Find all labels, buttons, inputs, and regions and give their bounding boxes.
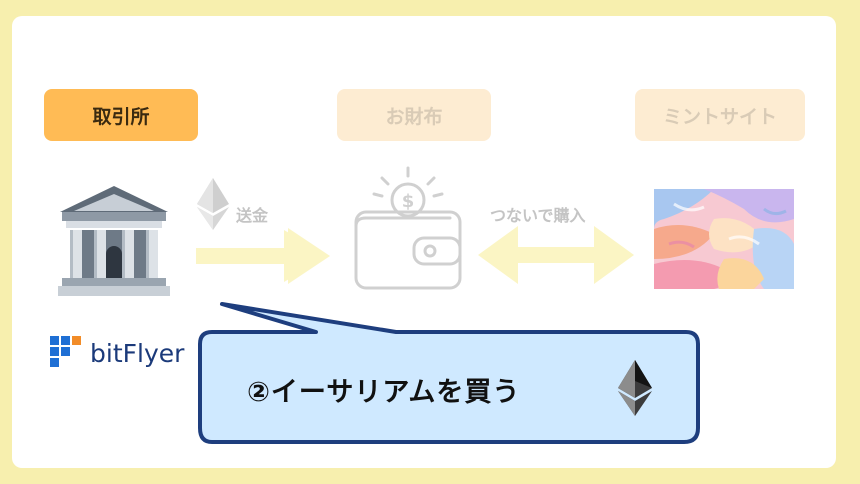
- ethereum-icon: [618, 360, 652, 416]
- bitflyer-brand: bitFlyer: [50, 336, 184, 370]
- step-wallet-label: お財布: [337, 89, 491, 141]
- connect-purchase-label: つないで購入: [490, 206, 586, 225]
- connect-double-arrow: [478, 226, 634, 284]
- bitflyer-logo-icon: [50, 336, 81, 367]
- callout-text: ②イーサリアムを買う: [247, 377, 521, 408]
- step-exchange-label: 取引所: [44, 89, 198, 141]
- nft-artwork: [654, 189, 794, 289]
- ethereum-icon-faded: [197, 178, 229, 230]
- wallet-icon: $: [354, 166, 462, 290]
- send-arrow: [196, 228, 330, 284]
- bitflyer-name: bitFlyer: [90, 338, 185, 368]
- svg-text:$: $: [402, 191, 415, 212]
- step-mint-site-label: ミントサイト: [635, 89, 805, 141]
- send-label: 送金: [236, 206, 269, 225]
- bank-icon: [58, 186, 170, 296]
- callout-bubble: [198, 302, 700, 444]
